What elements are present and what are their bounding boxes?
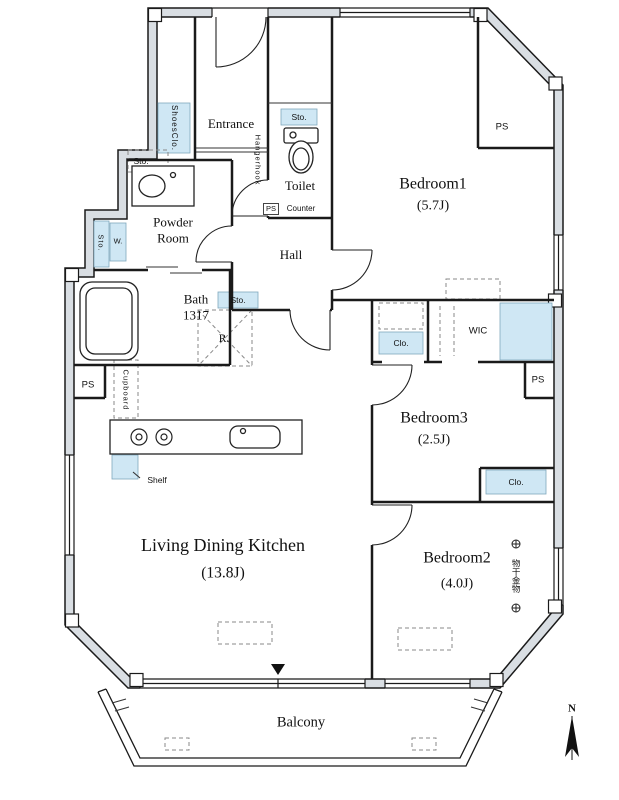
bedroom2-closet-area (485, 469, 547, 495)
detail-lines (111, 102, 489, 712)
toilet-door (231, 179, 269, 217)
window-right-bedroom1 (553, 234, 564, 291)
ldk-door (289, 309, 331, 351)
compass-icon (565, 716, 579, 760)
toilet-icon (283, 127, 319, 174)
bedroom2-door (371, 504, 413, 546)
bathtub-icon (79, 281, 139, 361)
bedroom3-closet-shelf-dashed (378, 302, 424, 330)
window-top-bedroom1 (339, 7, 471, 18)
balcony-mark-right (411, 737, 437, 751)
toilet-storage-area (280, 108, 318, 126)
hall-storage-area (217, 291, 259, 309)
entrance-door-opening (211, 7, 269, 18)
powder-sink-icon (131, 165, 195, 207)
window-left-ldk (64, 454, 75, 556)
bedroom2-ceiling-dashed (397, 627, 453, 651)
laundry-hook-icon (511, 539, 521, 613)
wic-area (499, 302, 553, 361)
shelf-area (111, 454, 139, 480)
shoes-closet-area (157, 102, 191, 154)
wic-hanger-rails (439, 306, 455, 356)
washer-area (109, 222, 127, 262)
bedroom3-closet-area (378, 331, 424, 355)
kitchen-sink-icon (229, 425, 281, 449)
balcony-outline (97, 688, 503, 767)
kitchen-counter-icon (109, 419, 303, 455)
window-right-bedroom2 (553, 547, 564, 606)
balcony-mark-left (164, 737, 190, 751)
fixtures (79, 127, 319, 455)
bedroom1-ceiling-dashed (445, 278, 501, 300)
interior-walls (74, 17, 554, 679)
ldk-ceiling-dashed (217, 621, 273, 645)
bedroom1-door (331, 249, 373, 291)
cupboard-area (113, 359, 139, 419)
entrance-door (215, 16, 267, 68)
compass-needle-icon (565, 716, 579, 757)
window-balcony-ldk (139, 678, 366, 689)
bedroom3-door (371, 364, 413, 406)
refrigerator-area (197, 309, 253, 367)
stove-burner-icon (130, 428, 173, 446)
direction-triangle-icon (271, 664, 285, 675)
door-swings (195, 16, 413, 546)
powder-storage-area (93, 220, 110, 268)
outer-wall-band (64, 7, 564, 689)
powder-room-door (195, 225, 233, 263)
storage-areas (93, 102, 553, 495)
window-balcony-bedroom2 (384, 678, 471, 689)
windows (64, 7, 564, 689)
